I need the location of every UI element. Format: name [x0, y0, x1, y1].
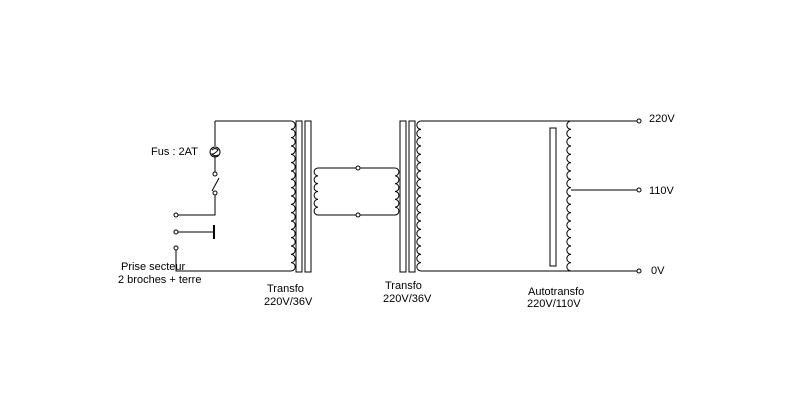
autotransfo-core: [549, 127, 557, 267]
transfo2-secondary-coil: [416, 120, 422, 272]
transfo1-name: Transfo: [267, 283, 304, 295]
wire-primary-bottom: [175, 250, 291, 272]
terminal-0v: [636, 268, 642, 274]
autotransformer: Autotransfo 220V/110V: [421, 120, 637, 310]
plug-label-line1: Prise secteur: [121, 261, 186, 273]
plug-pin-live: [173, 212, 179, 218]
transfo2-primary-coil: [394, 167, 400, 216]
label-0v: 0V: [651, 265, 665, 277]
mains-input: Fus : 2AT Prise secteur 2 broches + terr…: [118, 120, 291, 286]
transfo1-core: [295, 120, 312, 273]
coil-winding: [290, 120, 296, 272]
fuse-icon: [209, 146, 221, 158]
plug-pin-earth: [173, 229, 179, 235]
fuse-label: Fus : 2AT: [151, 146, 198, 158]
label-220v: 220V: [649, 113, 675, 125]
transformer-2: Transfo 220V/36V: [383, 120, 432, 305]
coil-winding: [313, 167, 319, 216]
switch-icon: [211, 171, 220, 196]
earth-icon: [213, 225, 215, 239]
link-node-bottom: [355, 212, 361, 218]
transfo1-secondary-coil: [313, 167, 319, 216]
label-110v: 110V: [649, 185, 675, 197]
autotransfo-coil: [566, 120, 572, 272]
transfo1-primary-coil: [290, 120, 296, 272]
coil-winding: [566, 120, 572, 272]
transfo2-name: Transfo: [385, 280, 422, 292]
output-terminals: 220V 110V 0V: [636, 113, 675, 277]
transfo1-rating: 220V/36V: [264, 296, 313, 308]
terminal-110v: [636, 187, 642, 193]
wire-switch-to-plug: [178, 195, 216, 216]
plug-pin-neutral: [173, 245, 179, 251]
coil-winding: [416, 120, 422, 272]
autotransfo-name: Autotransfo: [528, 286, 584, 298]
link-node-top: [355, 165, 361, 171]
transfo2-core: [399, 120, 416, 273]
plug-label-line2: 2 broches + terre: [118, 274, 201, 286]
coil-winding: [394, 167, 400, 216]
autotransfo-rating: 220V/110V: [527, 298, 581, 310]
low-voltage-link: [318, 165, 395, 218]
transformer-1: Transfo 220V/36V: [264, 120, 319, 308]
transfo2-rating: 220V/36V: [383, 293, 432, 305]
terminal-220v: [636, 118, 642, 124]
